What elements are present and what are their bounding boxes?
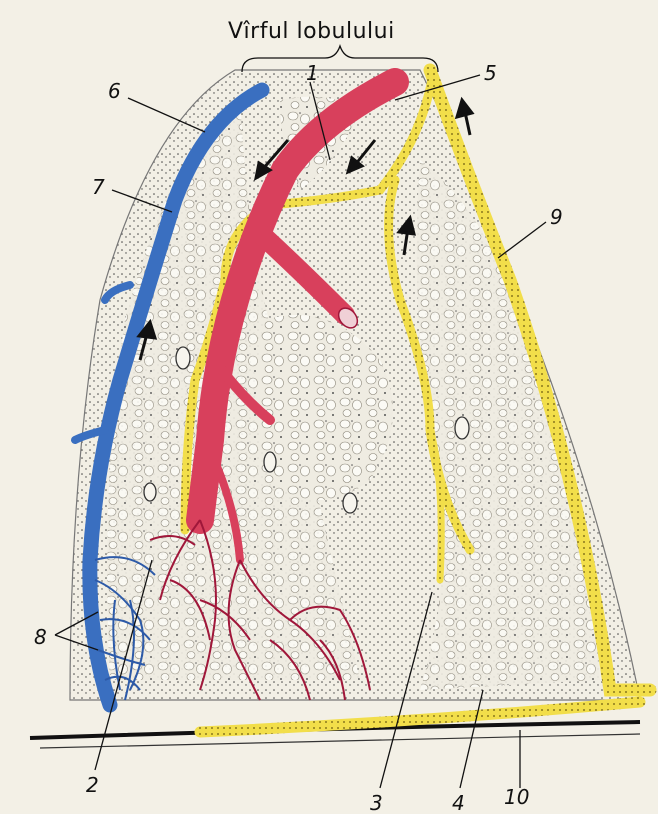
alveolar-tissue-right	[417, 160, 600, 690]
label-7: 7	[92, 175, 105, 199]
title: Vîrful lobulului	[228, 19, 395, 44]
label-8: 8	[34, 625, 47, 649]
title-brace	[242, 46, 438, 72]
label-4: 4	[452, 791, 465, 814]
label-5: 5	[484, 61, 497, 85]
label-6: 6	[108, 79, 121, 103]
label-10: 10	[504, 785, 529, 809]
label-1: 1	[306, 61, 319, 85]
label-2: 2	[86, 773, 99, 797]
label-9: 9	[550, 205, 563, 229]
label-3: 3	[370, 791, 383, 814]
